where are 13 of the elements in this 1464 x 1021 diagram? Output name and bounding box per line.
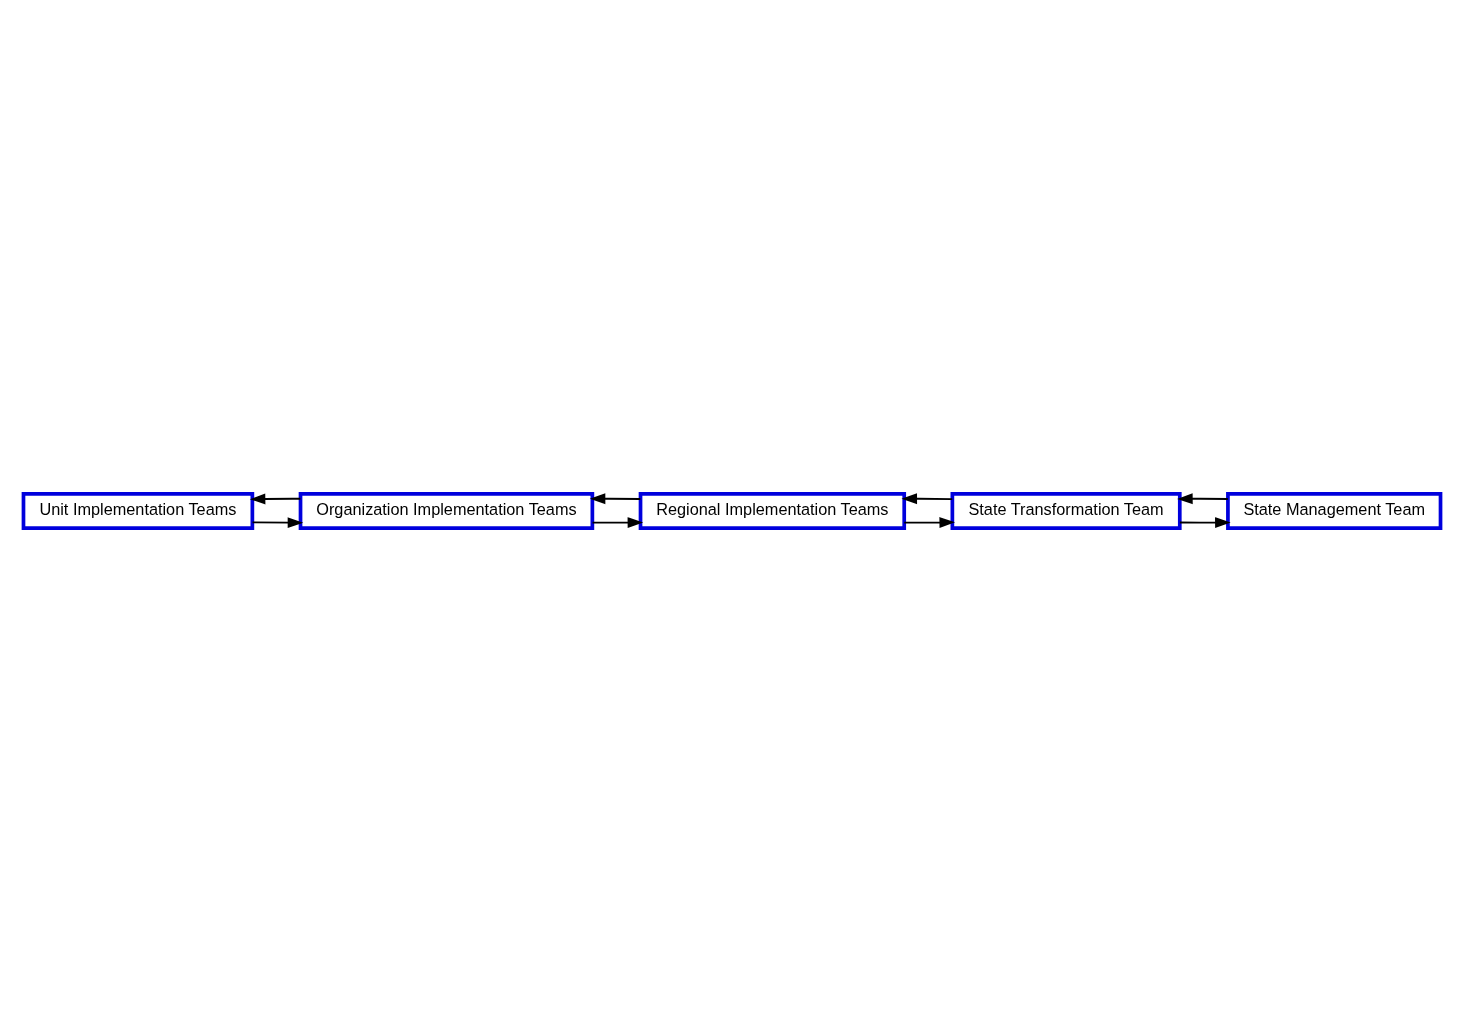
arrow bbox=[589, 492, 642, 504]
arrow bbox=[249, 493, 302, 504]
node-box: State Management Team bbox=[1226, 491, 1443, 530]
node-box: State Transformation Team bbox=[950, 491, 1182, 530]
node-box: Unit Implementation Teams bbox=[21, 491, 255, 530]
arrow bbox=[1177, 492, 1229, 504]
arrow bbox=[1178, 516, 1231, 528]
node-box: Organization Implementation Teams bbox=[298, 491, 595, 530]
arrow bbox=[901, 492, 954, 504]
arrow bbox=[251, 516, 304, 528]
node-box: Regional Implementation Teams bbox=[638, 491, 907, 530]
arrow bbox=[903, 516, 956, 528]
arrow bbox=[591, 516, 644, 528]
